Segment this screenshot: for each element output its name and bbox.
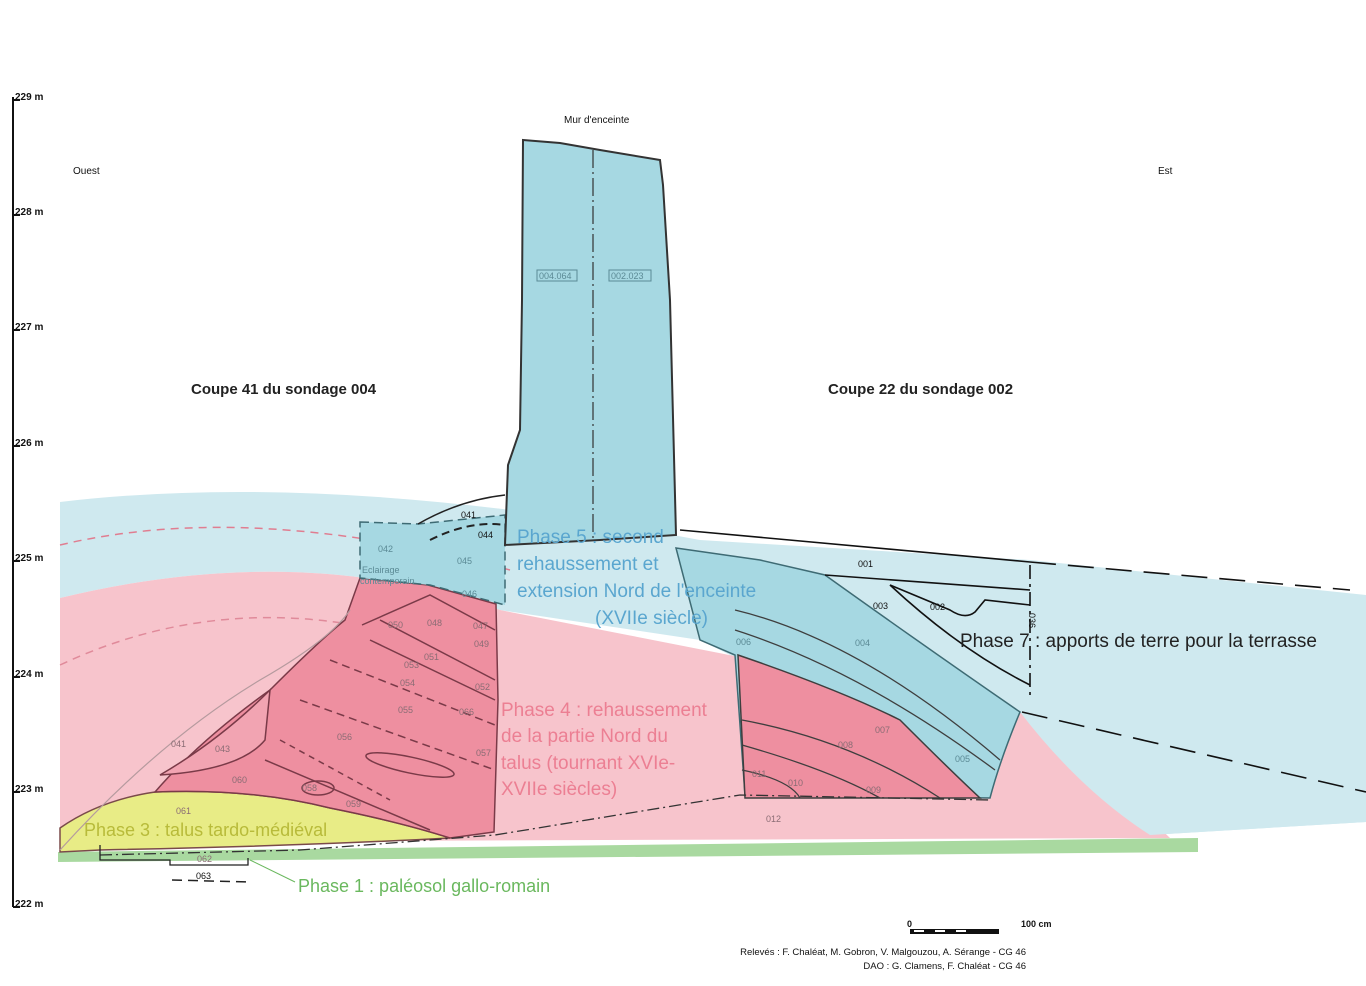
credits-surveys: Relevés : F. Chaléat, M. Gobron, V. Malg… [740, 947, 1026, 958]
credits-drawing: DAO : G. Clamens, F. Chaléat - CG 46 [863, 961, 1026, 972]
unit-044-line [429, 523, 506, 541]
svg-text:XVIIe siècles): XVIIe siècles) [501, 779, 617, 800]
unit-label: 041 [171, 739, 186, 749]
unit-041-top [417, 494, 506, 525]
eclairage-line1: Eclairage [362, 565, 400, 575]
unit-043-shape [159, 687, 271, 776]
unit-label: 063 [196, 871, 211, 881]
unit-041-outline [59, 609, 351, 851]
unit-label: 052 [475, 682, 490, 692]
phase4-label: Phase 4 : rehaussement de la partie Nord… [501, 700, 708, 800]
phase1-layer [58, 838, 1198, 862]
svg-text:Phase 5 : second: Phase 5 : second [517, 527, 664, 548]
unit-label: 049 [474, 639, 489, 649]
unit-label: 012 [766, 814, 781, 824]
scale-bar [910, 929, 999, 934]
unit-label: 056 [337, 732, 352, 742]
unit-label: 051 [424, 652, 439, 662]
unit-label: 046 [462, 589, 477, 599]
wall-title: Mur d'enceinte [564, 115, 630, 126]
unit-062-outline [99, 845, 249, 866]
wall-unit-box-right [608, 269, 652, 282]
unit-label: 006 [736, 637, 751, 647]
elev-227: 227 m [15, 322, 43, 333]
phase4-dashed-limit [59, 616, 421, 666]
phase4-layer-lines [264, 594, 496, 831]
unit-label: 004 [855, 638, 870, 648]
enclosure-wall [503, 138, 678, 547]
unit-label: 042 [378, 544, 393, 554]
elev-224: 224 m [15, 669, 43, 680]
wall-unit-left: 004.064 [539, 271, 572, 281]
unit-label: 005 [955, 754, 970, 764]
elev-226: 226 m [15, 438, 43, 449]
unit-label: 050 [388, 620, 403, 630]
unit-label: 048 [427, 618, 442, 628]
unit-label: 055 [398, 705, 413, 715]
unit-label: 044 [478, 530, 493, 540]
phase5-label: Phase 5 : second rehaussement et extensi… [517, 527, 756, 629]
unit-label: 045 [457, 556, 472, 566]
unit-label: 010 [788, 778, 803, 788]
svg-text:rehaussement et: rehaussement et [517, 554, 659, 575]
unit-label: 047 [473, 621, 488, 631]
unit-label: 066 [459, 707, 474, 717]
elev-225: 225 m [15, 553, 43, 564]
phase5-right-tail [1020, 712, 1366, 835]
wall-unit-right: 002.023 [611, 271, 644, 281]
unit-label: 060 [232, 775, 247, 785]
elev-228: 228 m [15, 207, 43, 218]
unit-label: 009 [866, 785, 881, 795]
unit-label: 008 [838, 740, 853, 750]
unit-label: 053 [404, 660, 419, 670]
unit-label: 036 [1027, 613, 1037, 628]
unit-label: 002 [930, 602, 945, 612]
phase7-lines [679, 529, 1366, 793]
unit-label: 001 [858, 559, 873, 569]
svg-text:(XVIIe siècle): (XVIIe siècle) [595, 608, 708, 629]
unit-label: 007 [875, 725, 890, 735]
unit-label: 058 [302, 783, 317, 793]
unit-label: 057 [476, 748, 491, 758]
elevation-ticks [13, 99, 20, 908]
west-label: Ouest [73, 166, 100, 177]
right-layer-lines [734, 609, 1001, 799]
phase1-leader [249, 859, 296, 883]
scale-start: 0 [907, 919, 912, 929]
wall-unit-box-left [536, 269, 578, 282]
unit-label: 061 [176, 806, 191, 816]
scale-end: 100 cm [1021, 919, 1052, 929]
svg-text:de la partie Nord du: de la partie Nord du [501, 726, 668, 747]
elev-229: 229 m [15, 92, 43, 103]
phase7-label: Phase 7 : apports de terre pour la terra… [960, 631, 1317, 652]
section-title-right: Coupe 22 du sondage 002 [828, 381, 1013, 398]
svg-text:talus (tournant XVIe-: talus (tournant XVIe- [501, 753, 675, 774]
unit-label: 011 [752, 769, 766, 779]
eclairage-line2: contemporain [360, 576, 415, 586]
phase1-label: Phase 1 : paléosol gallo-romain [298, 876, 550, 896]
unit-label: 043 [215, 744, 230, 754]
east-label: Est [1158, 166, 1173, 177]
section-title-left: Coupe 41 du sondage 004 [191, 381, 377, 398]
unit-label: 059 [346, 799, 361, 809]
unit-label: 041 [461, 510, 476, 520]
svg-text:extension Nord de l'enceinte: extension Nord de l'enceinte [517, 581, 756, 602]
elev-222: 222 m [15, 899, 43, 910]
unit-label: 062 [197, 854, 212, 864]
unit-063-outline [171, 879, 251, 883]
unit-label: 003 [873, 601, 888, 611]
phase3-label: Phase 3 : talus tardo-médiéval [84, 820, 327, 840]
svg-text:Phase 4 : rehaussement: Phase 4 : rehaussement [501, 700, 708, 721]
excavation-limit [99, 794, 991, 856]
unit-label: 054 [400, 678, 415, 688]
elev-223: 223 m [15, 784, 43, 795]
